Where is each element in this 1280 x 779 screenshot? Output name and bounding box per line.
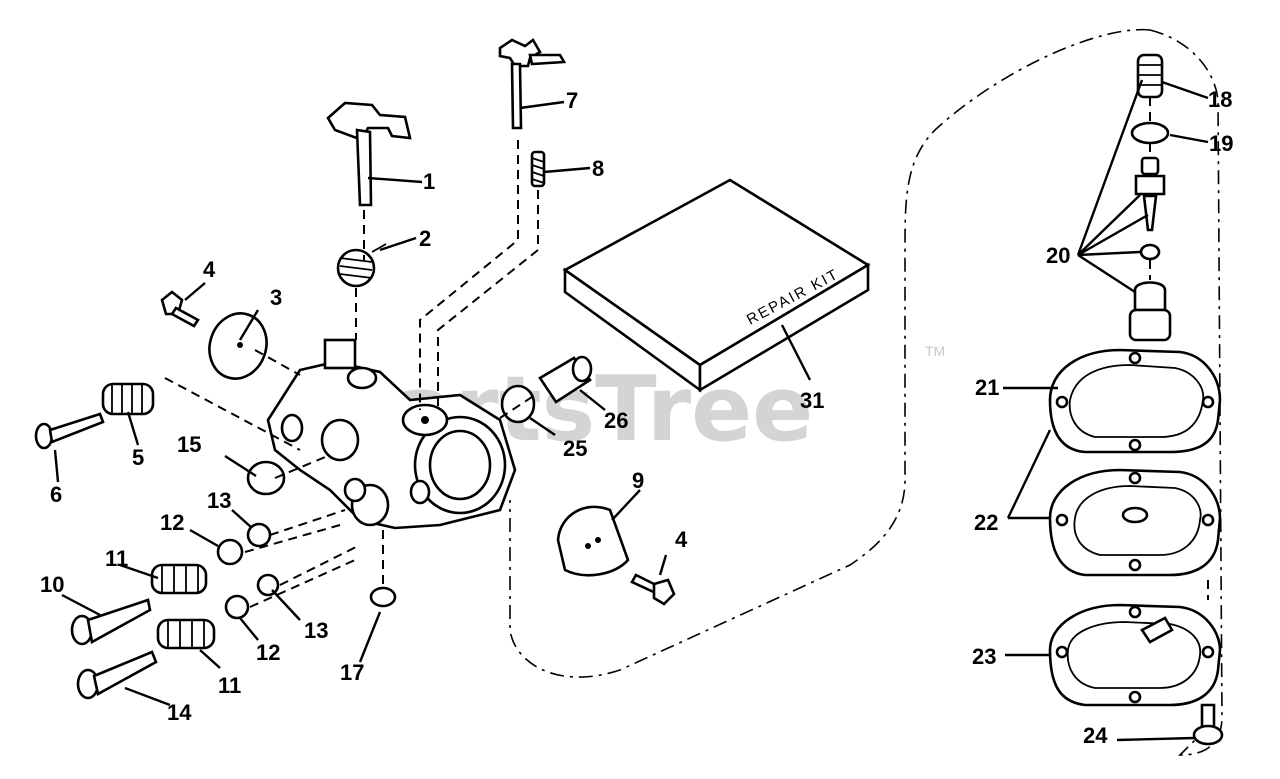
callout-25: 25 xyxy=(563,436,587,461)
callout-15: 15 xyxy=(177,432,201,457)
callout-4-upper: 4 xyxy=(203,257,216,282)
callout-10: 10 xyxy=(40,572,64,597)
gasket-part-21 xyxy=(1048,348,1222,454)
callout-13-lower: 13 xyxy=(304,618,328,643)
callout-7: 7 xyxy=(566,88,578,113)
choke-shaft-part xyxy=(498,38,567,130)
callout-11-upper: 11 xyxy=(105,546,128,571)
callout-26: 26 xyxy=(604,408,628,433)
throttle-shaft-part xyxy=(326,101,412,207)
callout-19: 19 xyxy=(1209,131,1233,156)
needle-part-10 xyxy=(70,598,152,646)
callout-12-upper: 12 xyxy=(160,510,184,535)
choke-plate-part xyxy=(556,505,630,577)
needle-part-14 xyxy=(76,650,158,700)
callout-18: 18 xyxy=(1208,87,1232,112)
callout-14: 14 xyxy=(167,700,192,725)
spring-part-5 xyxy=(101,382,155,416)
callout-3: 3 xyxy=(270,285,282,310)
callout-31: 31 xyxy=(800,388,824,413)
callout-23: 23 xyxy=(972,644,996,669)
washer-part-12a xyxy=(216,538,244,566)
small-spring-part xyxy=(530,150,546,188)
callout-13-upper: 13 xyxy=(207,488,231,513)
screw-part-upper xyxy=(160,290,200,328)
screw-part-lower xyxy=(630,573,676,606)
screw-part-24 xyxy=(1192,703,1224,746)
throttle-spring-part xyxy=(336,243,387,288)
callout-2: 2 xyxy=(419,226,431,251)
callout-24: 24 xyxy=(1083,723,1108,748)
callout-20: 20 xyxy=(1046,243,1070,268)
callout-12-lower: 12 xyxy=(256,640,280,665)
plug-part-17 xyxy=(369,586,397,608)
callout-11-lower: 11 xyxy=(218,673,241,698)
seat-part-25 xyxy=(500,384,536,424)
cover-part-23 xyxy=(1048,603,1222,707)
inlet-needle-part-20 xyxy=(1128,156,1172,342)
callout-labels: 1 2 3 4 5 6 7 8 9 10 11 12 13 14 15 17 1… xyxy=(40,87,1233,748)
leader-lines xyxy=(53,79,1209,742)
callout-9: 9 xyxy=(632,468,644,493)
callout-8: 8 xyxy=(592,156,604,181)
callout-4-lower: 4 xyxy=(675,527,688,552)
diaphragm-part-22 xyxy=(1048,468,1222,577)
spring-part-18 xyxy=(1136,53,1164,99)
callout-6: 6 xyxy=(50,482,62,507)
repair-kit-boundary xyxy=(509,28,1223,756)
trademark: TM xyxy=(925,343,945,359)
fitting-part-26 xyxy=(538,355,593,404)
ring-part-19 xyxy=(1130,121,1170,145)
spring-part-11b xyxy=(156,618,216,650)
callout-22: 22 xyxy=(974,510,998,535)
carburetor-body-part xyxy=(266,338,517,530)
callout-1: 1 xyxy=(423,169,435,194)
callout-5: 5 xyxy=(132,445,144,470)
assembly-lines xyxy=(164,97,1209,608)
welch-plug-part xyxy=(246,460,286,496)
throttle-plate-part xyxy=(208,312,268,380)
washer-part-12b xyxy=(224,594,250,620)
spring-part-11a xyxy=(150,563,208,595)
callout-21: 21 xyxy=(975,375,999,400)
screw-part-6 xyxy=(34,412,105,450)
callout-17: 17 xyxy=(340,660,364,685)
